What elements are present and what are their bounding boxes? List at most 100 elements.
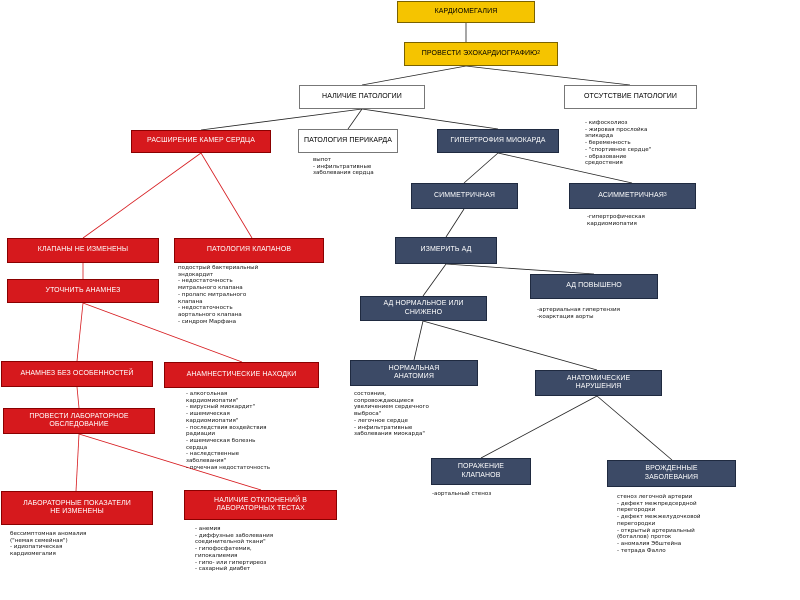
line-unremark-lab: [76, 386, 80, 409]
note-line: - пролапс митрального: [178, 291, 247, 298]
note-line: - легочное сердце: [354, 417, 408, 424]
line-clarify-findings: [82, 302, 243, 363]
note-line: - почечная недостаточность: [186, 464, 271, 471]
note-line: радиации: [186, 431, 215, 438]
line-present-pericard: [347, 108, 363, 130]
note-line: увеличением сердечного: [354, 404, 429, 411]
note-line: - гипо- или гипертиреоз: [195, 559, 267, 566]
note-line: ("немая семейная"): [10, 537, 68, 544]
box-anamnestic-findings: АНАМНЕСТИЧЕСКИЕ НАХОДКИ: [164, 362, 319, 388]
box-pathology-present: НАЛИЧИЕ ПАТОЛОГИИ: [299, 85, 425, 109]
box-congenital: ВРОЖДЕННЫЕ ЗАБОЛЕВАНИЯ: [607, 460, 736, 487]
line-sym-bp: [445, 208, 465, 238]
box-bp-high-label: АД ПОВЫШЕНО: [566, 282, 622, 290]
note-line: - "спортивное сердце": [585, 146, 652, 153]
note-line: - последствия воздействия: [186, 424, 267, 431]
box-lab-unchanged-label: ЛАБОРАТОРНЫЕ ПОКАЗАТЕЛИ НЕ ИЗМЕНЕНЫ: [23, 499, 131, 515]
note-line: - анемия: [195, 526, 221, 532]
note-line: - гипофосфатемия,: [195, 546, 252, 553]
note-line: кардиомиопатия: [587, 220, 637, 227]
box-bp-normal-low-label: АД НОРМАЛЬНОЕ ИЛИ СНИЖЕНО: [383, 300, 464, 316]
line-echo-present: [361, 65, 467, 86]
echo-footnote: 2: [537, 50, 541, 57]
box-pericardium-label: ПАТОЛОГИЯ ПЕРИКАРДА: [304, 136, 392, 144]
note-line: кардиомегалия: [10, 551, 56, 558]
note-line: эпикарда: [585, 133, 614, 140]
line-present-hypertrophy: [361, 108, 499, 130]
note-line: - инфильтративные: [313, 163, 372, 170]
note-line: - инфильтративные: [354, 424, 413, 431]
box-asymmetric-label: АСИММЕТРИЧНАЯ: [598, 191, 664, 199]
note-line: состояния,: [354, 391, 387, 397]
note-line: - образование: [585, 153, 627, 160]
box-valves-unchanged: КЛАПАНЫ НЕ ИЗМЕНЕНЫ: [7, 238, 159, 263]
box-lab-exam-label: ПРОВЕСТИ ЛАБОРАТОРНОЕ ОБСЛЕДОВАНИЕ: [29, 412, 129, 428]
line-lab-abnormal: [78, 433, 262, 491]
note-line: стеноз легочной артерии: [617, 494, 693, 500]
box-anatomic-disorders-label: АНАТОМИЧЕСКИЕ НАРУШЕНИЯ: [566, 374, 631, 390]
box-measure-bp-label: ИЗМЕРИТЬ АД: [420, 246, 472, 254]
note-line: - дефект межпредсердной: [617, 500, 697, 507]
box-lab-unchanged: ЛАБОРАТОРНЫЕ ПОКАЗАТЕЛИ НЕ ИЗМЕНЕНЫ: [1, 491, 153, 525]
note-line: - недостаточность: [178, 305, 233, 312]
note-line: - аномалия Эбштейна: [617, 540, 682, 547]
line-hyp-asym: [497, 152, 633, 184]
line-normal-anat: [413, 320, 424, 361]
line-lab-unchanged: [75, 433, 80, 492]
note-line: перегородки: [617, 520, 656, 527]
note-line: гипокалиемия: [195, 552, 238, 559]
note-line: -аортальный стеноз: [432, 491, 492, 497]
note-line: -гипертрофическая: [587, 214, 645, 220]
note-line: - кифосколиоз: [585, 120, 628, 126]
note-line: - сахарный диабет: [195, 566, 251, 573]
line-hyp-sym: [463, 152, 499, 184]
asymmetric-footnote: 3: [663, 192, 667, 199]
note-line: - идиопатическая: [10, 544, 63, 551]
line-clarify-unremark: [76, 302, 84, 362]
note-line: заболевания": [186, 458, 227, 465]
box-pericardium: ПАТОЛОГИЯ ПЕРИКАРДА: [298, 129, 398, 153]
line-normal-disorders: [422, 320, 598, 371]
note-line: -артериальная гипертензия: [537, 307, 620, 313]
box-pathology-present-label: НАЛИЧИЕ ПАТОЛОГИИ: [322, 92, 402, 100]
box-measure-bp: ИЗМЕРИТЬ АД: [395, 237, 497, 264]
note-line: - беременность: [585, 140, 631, 147]
line-bp-high: [445, 263, 595, 275]
note-line: аортального клапана: [178, 311, 242, 318]
box-lab-exam: ПРОВЕСТИ ЛАБОРАТОРНОЕ ОБСЛЕДОВАНИЕ: [3, 408, 155, 434]
note-bp-high: -артериальная гипертензия-коарктация аор…: [537, 307, 620, 320]
note-line: - ишемическая: [186, 411, 230, 418]
box-chamber-dilation: РАСШИРЕНИЕ КАМЕР СЕРДЦА: [131, 130, 271, 153]
note-line: заболевания сердца: [313, 170, 374, 177]
note-line: кардиомиопатия": [186, 397, 239, 404]
note-line: - вирусный миокардит": [186, 404, 256, 411]
box-hypertrophy-label: ГИПЕРТРОФИЯ МИОКАРДА: [450, 136, 546, 144]
line-disorders-congenital: [596, 395, 673, 461]
note-line: бессимптомная аномалия: [10, 531, 87, 537]
box-anatomic-disorders: АНАТОМИЧЕСКИЕ НАРУШЕНИЯ: [535, 370, 662, 396]
box-valve-pathology: ПАТОЛОГИЯ КЛАПАНОВ: [174, 238, 324, 263]
note-line: - дефект межжелудочковой: [617, 514, 701, 521]
note-line: - жировая прослойка: [585, 126, 648, 133]
note-line: соединительной ткани": [195, 539, 266, 546]
box-cardiomegaly: КАРДИОМЕГАЛИЯ: [397, 1, 535, 23]
note-lab-unchanged: бессимптомная аномалия("немая семейная")…: [10, 531, 86, 558]
box-clarify-anamnesis-label: УТОЧНИТЬ АНАМНЕЗ: [45, 286, 121, 294]
box-bp-normal-low: АД НОРМАЛЬНОЕ ИЛИ СНИЖЕНО: [360, 296, 487, 321]
box-cardiomegaly-label: КАРДИОМЕГАЛИЯ: [434, 7, 498, 15]
box-anamnestic-findings-label: АНАМНЕСТИЧЕСКИЕ НАХОДКИ: [186, 370, 297, 378]
box-valve-pathology-label: ПАТОЛОГИЯ КЛАПАНОВ: [206, 246, 292, 254]
note-line: (боталлов) проток: [617, 534, 672, 541]
note-line: подострый бактериальный: [178, 265, 259, 271]
note-line: - тетрада Фалло: [617, 547, 666, 554]
note-line: - диффузные заболевания: [195, 532, 274, 539]
line-dilation-valvepath: [200, 152, 253, 239]
note-line: митрального клапана: [178, 285, 243, 292]
